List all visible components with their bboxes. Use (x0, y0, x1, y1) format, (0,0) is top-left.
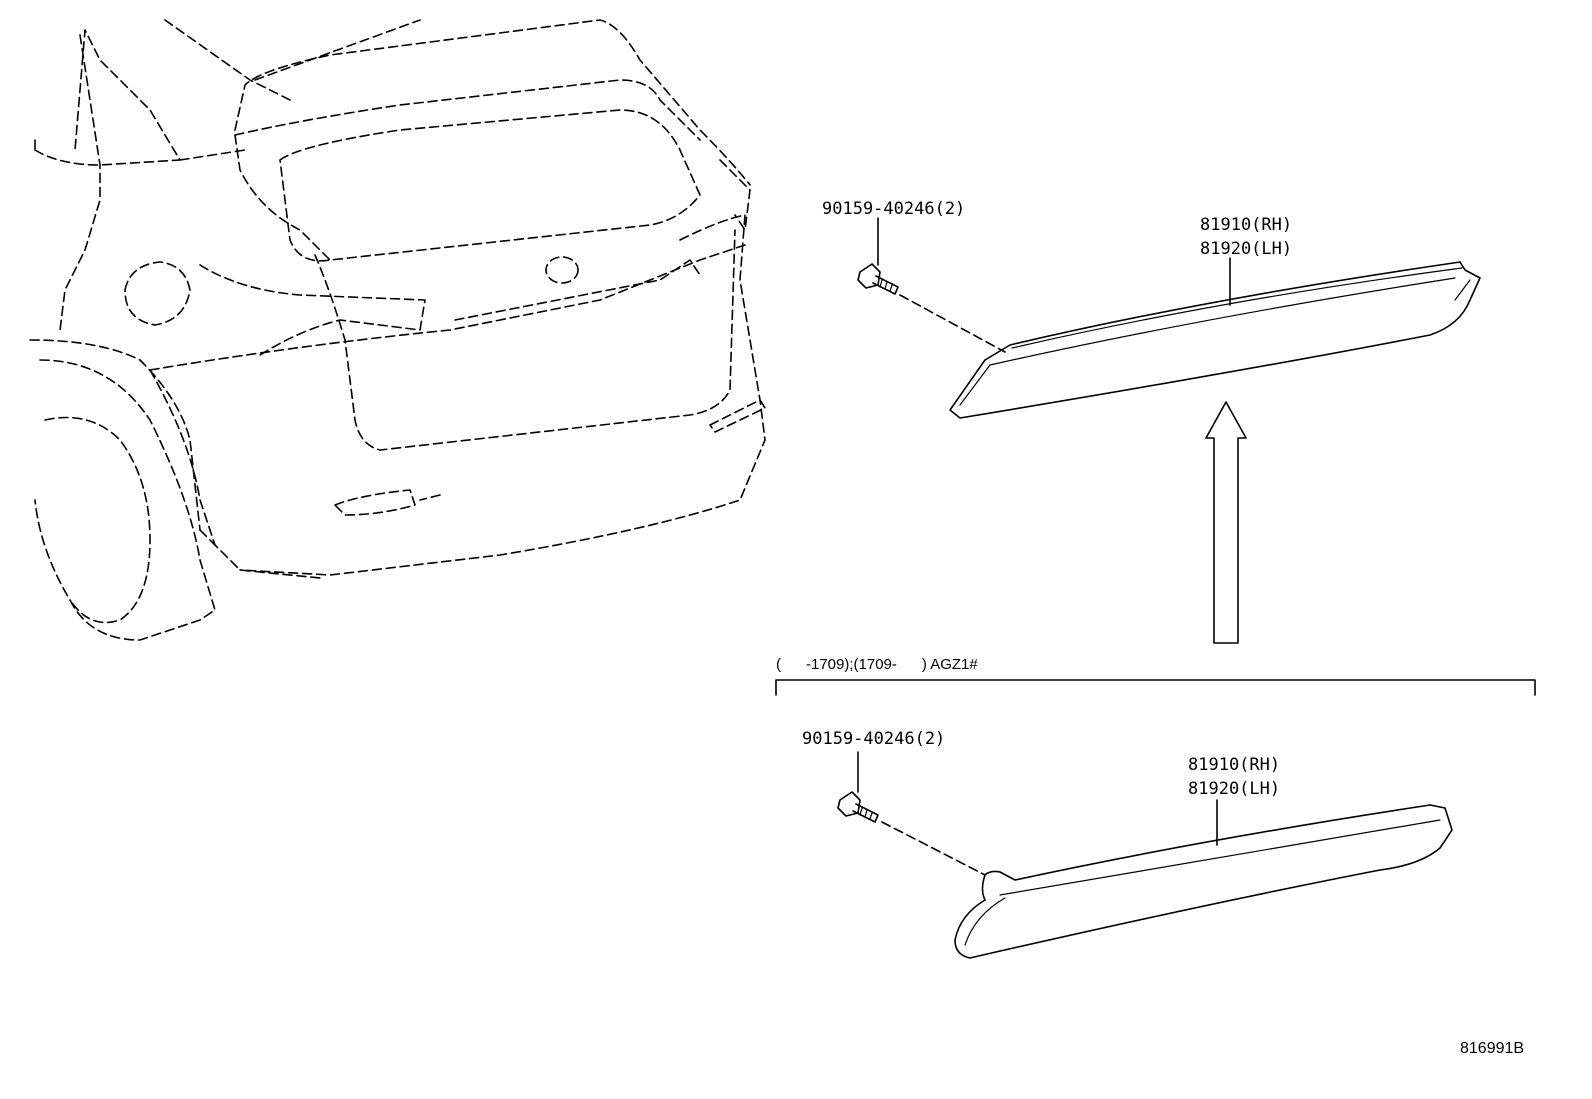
reflector-lh-part-number-upper: 81920(LH) (1200, 239, 1293, 259)
vehicle-rear-illustration (29, 19, 766, 641)
reflector-rh-part-number-lower: 81910(RH) (1188, 755, 1281, 775)
diagram-id: 816991B (1460, 1040, 1525, 1057)
lower-reflector-group (837, 751, 1453, 959)
applicability-note: ( -1709);(1709- ) AGZ1# (776, 656, 978, 673)
screw-part-number-upper: 90159-40246(2) (822, 199, 966, 219)
reflector-rh-part-number-upper: 81910(RH) (1200, 215, 1293, 235)
screw-icon (837, 791, 879, 823)
applicability-bracket (775, 679, 1536, 696)
upper-reflector-group (857, 217, 1481, 644)
screw-icon (857, 263, 899, 295)
screw-part-number-lower: 90159-40246(2) (802, 729, 946, 749)
assembly-arrow (1205, 401, 1247, 644)
reflector-lower (954, 804, 1453, 959)
reflector-lh-part-number-lower: 81920(LH) (1188, 779, 1281, 799)
reflector-upper (949, 261, 1481, 419)
